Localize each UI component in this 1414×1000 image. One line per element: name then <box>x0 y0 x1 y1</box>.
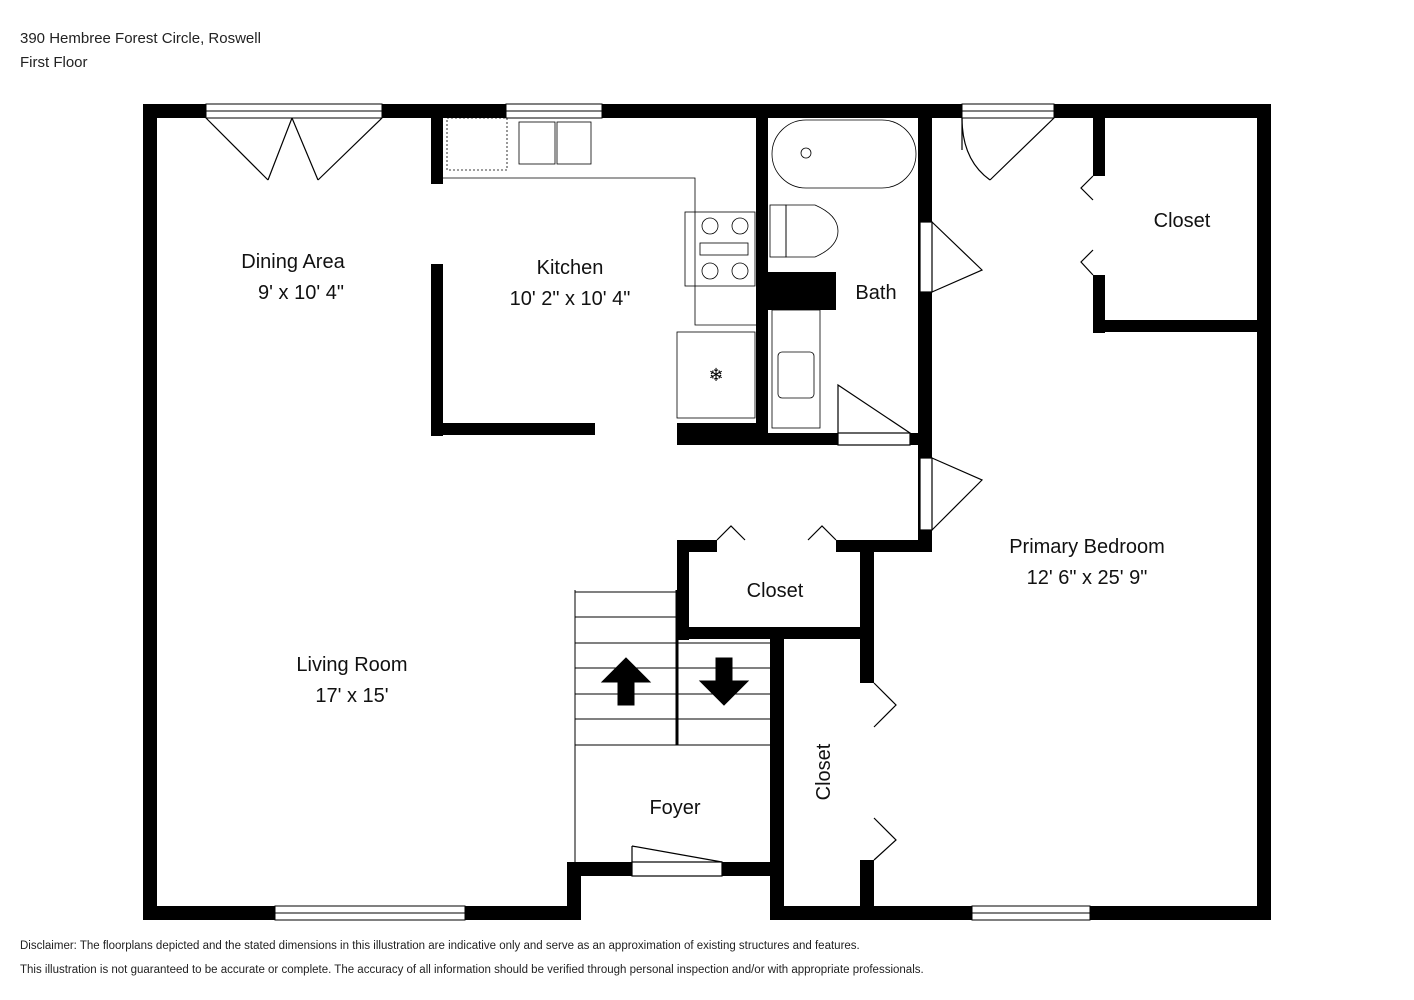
dining-area-dims: 9' x 10' 4" <box>258 282 344 304</box>
stairs <box>574 590 770 862</box>
foyer-label: Foyer <box>649 797 700 819</box>
primary-bedroom-label: Primary Bedroom <box>1009 536 1165 558</box>
top-right-closet-label: Closet <box>1154 210 1211 232</box>
floor-label: First Floor <box>20 54 88 71</box>
windows <box>205 103 1091 921</box>
disclaimer-line-2: This illustration is not guaranteed to b… <box>20 964 924 976</box>
living-room-dims: 17' x 15' <box>315 685 388 707</box>
stairs-up-arrow-icon <box>600 657 652 706</box>
doors <box>205 117 1094 877</box>
hall-closet-label: Closet <box>747 580 804 602</box>
dining-area-label: Dining Area <box>241 251 345 273</box>
bath-fixtures <box>769 119 917 429</box>
vertical-closet-label: Closet <box>813 743 835 800</box>
walls <box>143 104 1271 920</box>
kitchen-dims: 10' 2" x 10' 4" <box>510 288 631 310</box>
stairs-down-arrow-icon <box>698 657 750 706</box>
fridge-snowflake-icon: ❄ <box>708 365 723 385</box>
living-room-label: Living Room <box>296 654 407 676</box>
kitchen-label: Kitchen <box>537 257 604 279</box>
kitchen-fixtures: ❄ <box>443 117 756 419</box>
bath-label: Bath <box>855 282 896 304</box>
disclaimer-line-1: Disclaimer: The floorplans depicted and … <box>20 940 860 952</box>
address-label: 390 Hembree Forest Circle, Roswell <box>20 30 261 47</box>
primary-bedroom-dims: 12' 6" x 25' 9" <box>1027 567 1148 589</box>
